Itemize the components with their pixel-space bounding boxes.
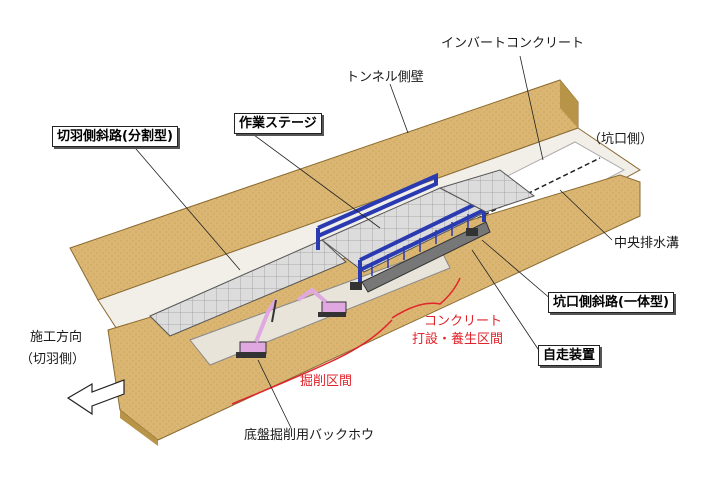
bracket-concrete-zone: [391, 277, 461, 319]
label-excavation-zone: 掘削区間: [300, 374, 353, 389]
bracket-excavation-zone: [231, 319, 393, 405]
leader-lines: [129, 55, 613, 431]
direction-arrow: [66, 379, 125, 416]
label-concrete-zone-2: 打設・養生区間: [412, 332, 504, 347]
label-face-ramp: 切羽側斜路(分割型): [52, 126, 178, 147]
label-backhoe: 底盤掘削用バックホウ: [244, 428, 375, 443]
backhoe-2: [296, 287, 347, 317]
backhoe-1: [236, 298, 278, 358]
label-direction: 施工方向: [30, 330, 83, 345]
center-drain: [469, 157, 601, 223]
face-ramp: [149, 239, 347, 337]
label-portal-ramp: 坑口側斜路(一体型): [548, 292, 674, 313]
label-tunnel-side-wall: トンネル側壁: [346, 70, 424, 85]
label-self-propelled: 自走装置: [538, 345, 601, 366]
portal-ramp: [438, 169, 536, 213]
label-concrete-zone-1: コンクリート: [424, 314, 503, 329]
label-invert-concrete: インバートコンクリート: [441, 36, 585, 51]
label-work-stage: 作業ステージ: [234, 113, 322, 134]
label-face-side: （切羽側）: [20, 352, 86, 367]
self-propelled-unit: [361, 221, 491, 293]
label-portal-side: （坑口側）: [588, 132, 654, 147]
label-center-drain: 中央排水溝: [614, 236, 680, 251]
